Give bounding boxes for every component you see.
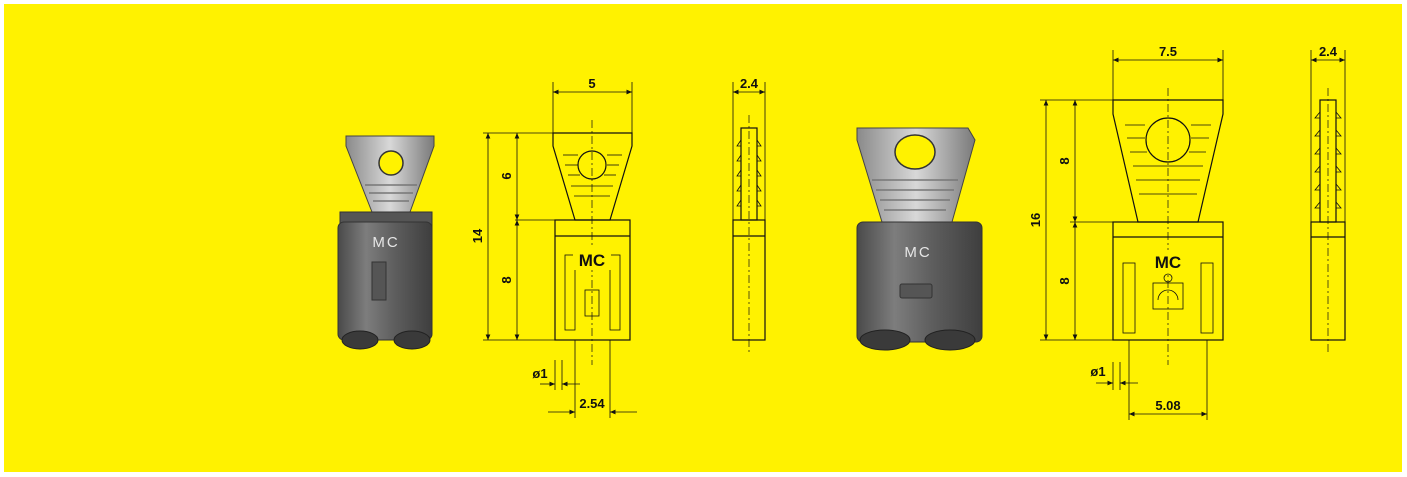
large-pitch-dim: 5.08 bbox=[1155, 398, 1180, 413]
small-pitch-dim: 2.54 bbox=[579, 396, 605, 411]
small-pin-diameter-dim: ø1 bbox=[532, 366, 547, 381]
large-body-height-dim: 8 bbox=[1057, 277, 1072, 284]
small-plug-front-view: MC bbox=[552, 120, 633, 365]
large-handle-height-dim: 8 bbox=[1057, 157, 1072, 164]
small-plug-dimensions: 5 6 8 14 ø1 2.54 bbox=[470, 76, 637, 418]
large-photo-label: MC bbox=[904, 244, 931, 261]
small-total-height-dim: 14 bbox=[470, 228, 485, 243]
large-width-dim: 7.5 bbox=[1159, 44, 1177, 59]
small-handle-height-dim: 6 bbox=[499, 172, 514, 179]
large-side-thickness-dim: 2.4 bbox=[1319, 44, 1338, 59]
small-width-dim: 5 bbox=[588, 76, 595, 91]
small-side-thickness-dim: 2.4 bbox=[740, 76, 759, 91]
small-body-height-dim: 8 bbox=[499, 276, 514, 283]
large-plug-dimensions: 7.5 8 8 16 ø1 5.08 bbox=[1028, 44, 1224, 420]
large-plug-side-view: 2.4 bbox=[1310, 44, 1346, 355]
large-pin-diameter-dim: ø1 bbox=[1090, 364, 1105, 379]
small-plug-photo: MC bbox=[337, 135, 435, 350]
small-logo: MC bbox=[579, 251, 605, 270]
large-plug-photo: MC bbox=[856, 127, 983, 351]
yellow-panel bbox=[4, 4, 1402, 472]
small-photo-label: MC bbox=[372, 234, 399, 251]
small-plug-side-view: 2.4 bbox=[732, 76, 766, 355]
large-plug-front-view: MC bbox=[1112, 88, 1224, 365]
large-total-height-dim: 16 bbox=[1028, 213, 1043, 227]
large-logo: MC bbox=[1155, 253, 1181, 272]
